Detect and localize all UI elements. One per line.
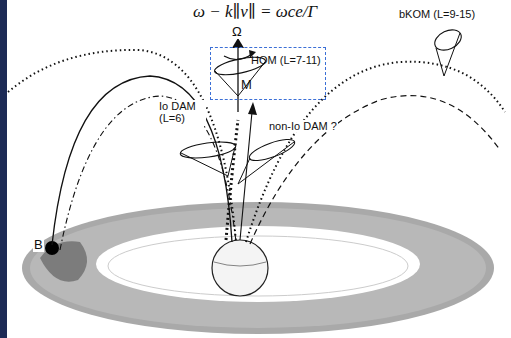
- io-dam-label: Io DAM (L=6): [158, 100, 206, 124]
- field-line-heavy: [226, 120, 238, 240]
- rotation-arrow: [224, 54, 252, 60]
- bkom-label: bKOM (L=9-15): [398, 8, 476, 20]
- omega-label: Ω: [231, 25, 243, 39]
- emission-cone: [179, 139, 236, 161]
- emission-cone: [247, 135, 297, 165]
- axis-label: M: [241, 78, 252, 92]
- io-label: B: [33, 238, 44, 252]
- field-line-dotted: [246, 62, 505, 242]
- dashed-region: HOM (L=7-11) M: [210, 47, 326, 100]
- io-torus: [22, 202, 494, 334]
- magnetic-axis-head: [248, 102, 257, 115]
- rotation-axis: [237, 46, 238, 112]
- region-label: HOM (L=7-11): [251, 54, 321, 66]
- formula-title: ω − k∥v∥ = ωce/Γ: [193, 3, 317, 22]
- field-line-dashdot: [60, 96, 236, 250]
- cone-edge: [436, 33, 460, 76]
- field-line-solid: [52, 76, 232, 245]
- field-line-dotted: [8, 50, 236, 242]
- torus-hole: [96, 226, 420, 302]
- non-io-dam-label: non-Io DAM ?: [268, 120, 338, 132]
- cone-edge: [181, 147, 235, 176]
- io-flux-region: [40, 241, 87, 281]
- torus-inner-edge: [108, 236, 408, 296]
- field-line-dashed: [250, 96, 500, 244]
- planet-band: [214, 262, 266, 266]
- jupiter: [212, 240, 268, 296]
- slide-edge: [0, 0, 7, 338]
- torus-shade: [30, 208, 486, 328]
- cone-edge: [238, 142, 294, 184]
- magnetic-axis: [240, 112, 252, 240]
- cone-edge: [215, 62, 265, 96]
